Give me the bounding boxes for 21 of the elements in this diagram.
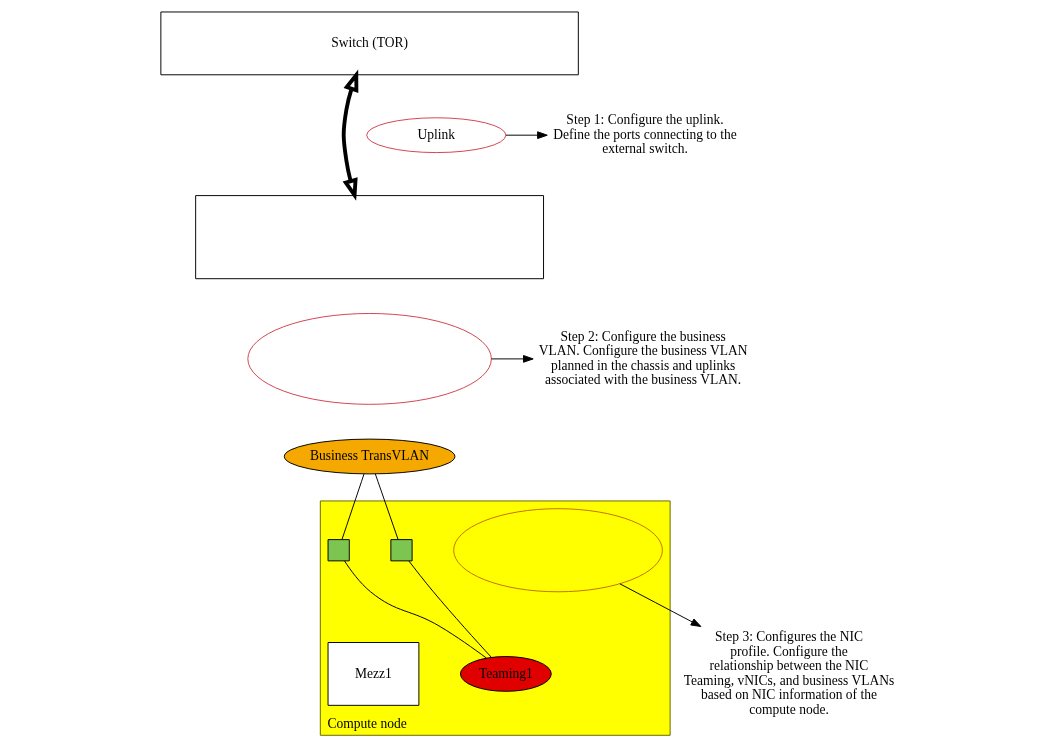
node-box: Mezz1 [327,642,420,706]
connector [344,560,488,659]
node-box [195,195,545,280]
node-ellipse [247,313,492,405]
connector [408,560,492,658]
node-text: Step 2: Configure the business VLAN. Configure the business VLAN planned in the chassis and uplinks associated with the business VLAN. [538,328,748,388]
arrow [619,583,702,627]
node-text: Step 3: Configures the NIC profile. Configure the relationship between the NIC Teaming, vNICs, and business VLANs based on NIC information of the compute node. [683,629,895,717]
arrow [341,69,359,201]
node-ellipse [453,508,663,593]
node-ellipse: Uplink [366,117,507,154]
connector [341,473,365,540]
arrow [505,131,548,140]
connector [374,473,399,540]
node-text: Step 1: Configure the uplink. Define the ports connecting to the external switch. [553,112,737,157]
node-box [327,539,350,562]
node-box: Switch (TOR) [160,11,579,76]
node-box [390,539,413,562]
arrow [490,355,534,363]
node-ellipse: Teaming1 [459,656,552,692]
node-ellipse: Business TransVLAN [283,438,456,475]
